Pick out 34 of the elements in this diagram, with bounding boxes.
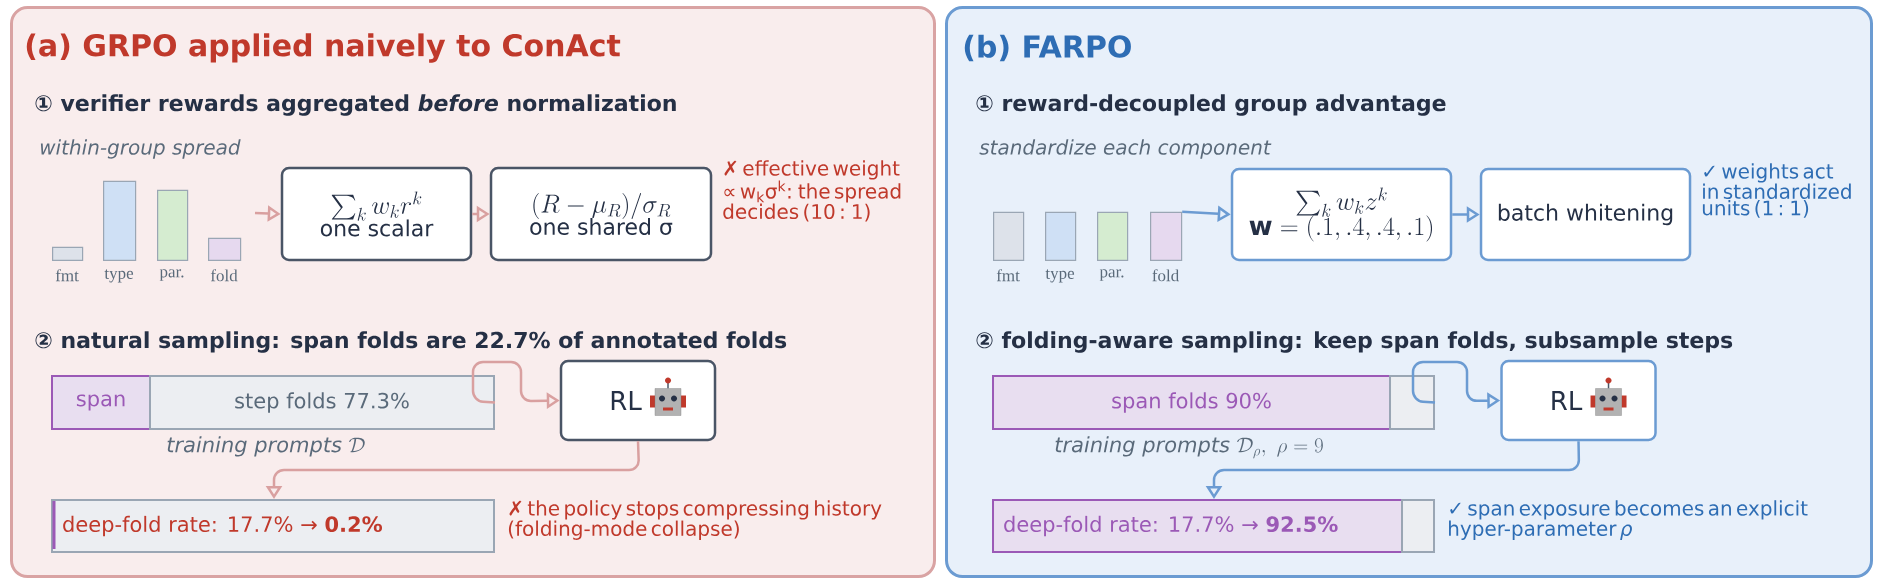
- section-heading: ② natural sampling: span folds are 22.7% of annotated folds: [35, 331, 787, 353]
- data-bar: deep-fold rate: 17.7% → 0.2%: [51, 499, 495, 553]
- panel-title: (a) GRPO applied naively to ConAct: [26, 33, 621, 63]
- annotation-text: ✗ the policy stops compressing history (folding-mode collapse): [508, 500, 882, 540]
- section-heading: ① verifier rewards aggregated before normalization: [35, 94, 676, 116]
- panel-title: (b) FARPO: [964, 34, 1131, 62]
- data-bar: step folds 77.3%: [149, 375, 495, 430]
- section-heading: ① reward-decoupled group advantage: [976, 94, 1446, 116]
- bar-label: fmt: [55, 269, 79, 282]
- bar-label: fold: [1152, 269, 1179, 282]
- bar-label: fold: [210, 269, 238, 282]
- formula-box: $(R-\mu_R)/\sigma_R$ one shared σ: [489, 166, 713, 262]
- data-bar: deep-fold rate: 17.7% → 92.5%: [992, 499, 1403, 553]
- bar-label: fmt: [996, 269, 1020, 282]
- process-box: batch whitening: [1479, 167, 1692, 262]
- caption-text: standardize each component: [979, 139, 1272, 159]
- caption-text: $\textit{training prompts }\mathcal{D}$: [167, 436, 365, 457]
- section-heading: ② folding-aware sampling: keep span folds, subsample steps: [976, 331, 1733, 353]
- bar-label: type: [1045, 269, 1075, 283]
- model-box: RL: [559, 359, 717, 442]
- annotation-text: ✓ weights act in standardized units (1 : 1): [1702, 163, 1851, 218]
- bar-label: par.: [159, 269, 184, 281]
- formula-box: $\sum_k w_k z^k$ $\mathbf{w} = (.1, .4, .4, .1)$: [1230, 167, 1453, 262]
- bar: [1389, 375, 1435, 430]
- caption-text: $\textit{training prompts }\mathcal{D}_\rho,\ \rho = 9$: [1055, 436, 1323, 459]
- data-bar: span folds 90%: [992, 375, 1391, 430]
- caption-text: within-group spread: [40, 139, 241, 159]
- model-box: RL: [1500, 359, 1657, 442]
- bar-label: type: [104, 269, 134, 283]
- data-bar: span: [51, 375, 151, 430]
- annotation-text: ✗ effective weight ∝ w$_{k}$σ$^{k}$: the spread decides (10 : 1): [723, 160, 901, 222]
- formula-box: $\sum_k w_k r^k$ one scalar: [280, 166, 473, 262]
- annotation-text: ✓ span exposure becomes an explicit hyper-parameter ρ: [1449, 500, 1808, 540]
- bar-label: par.: [1099, 269, 1124, 281]
